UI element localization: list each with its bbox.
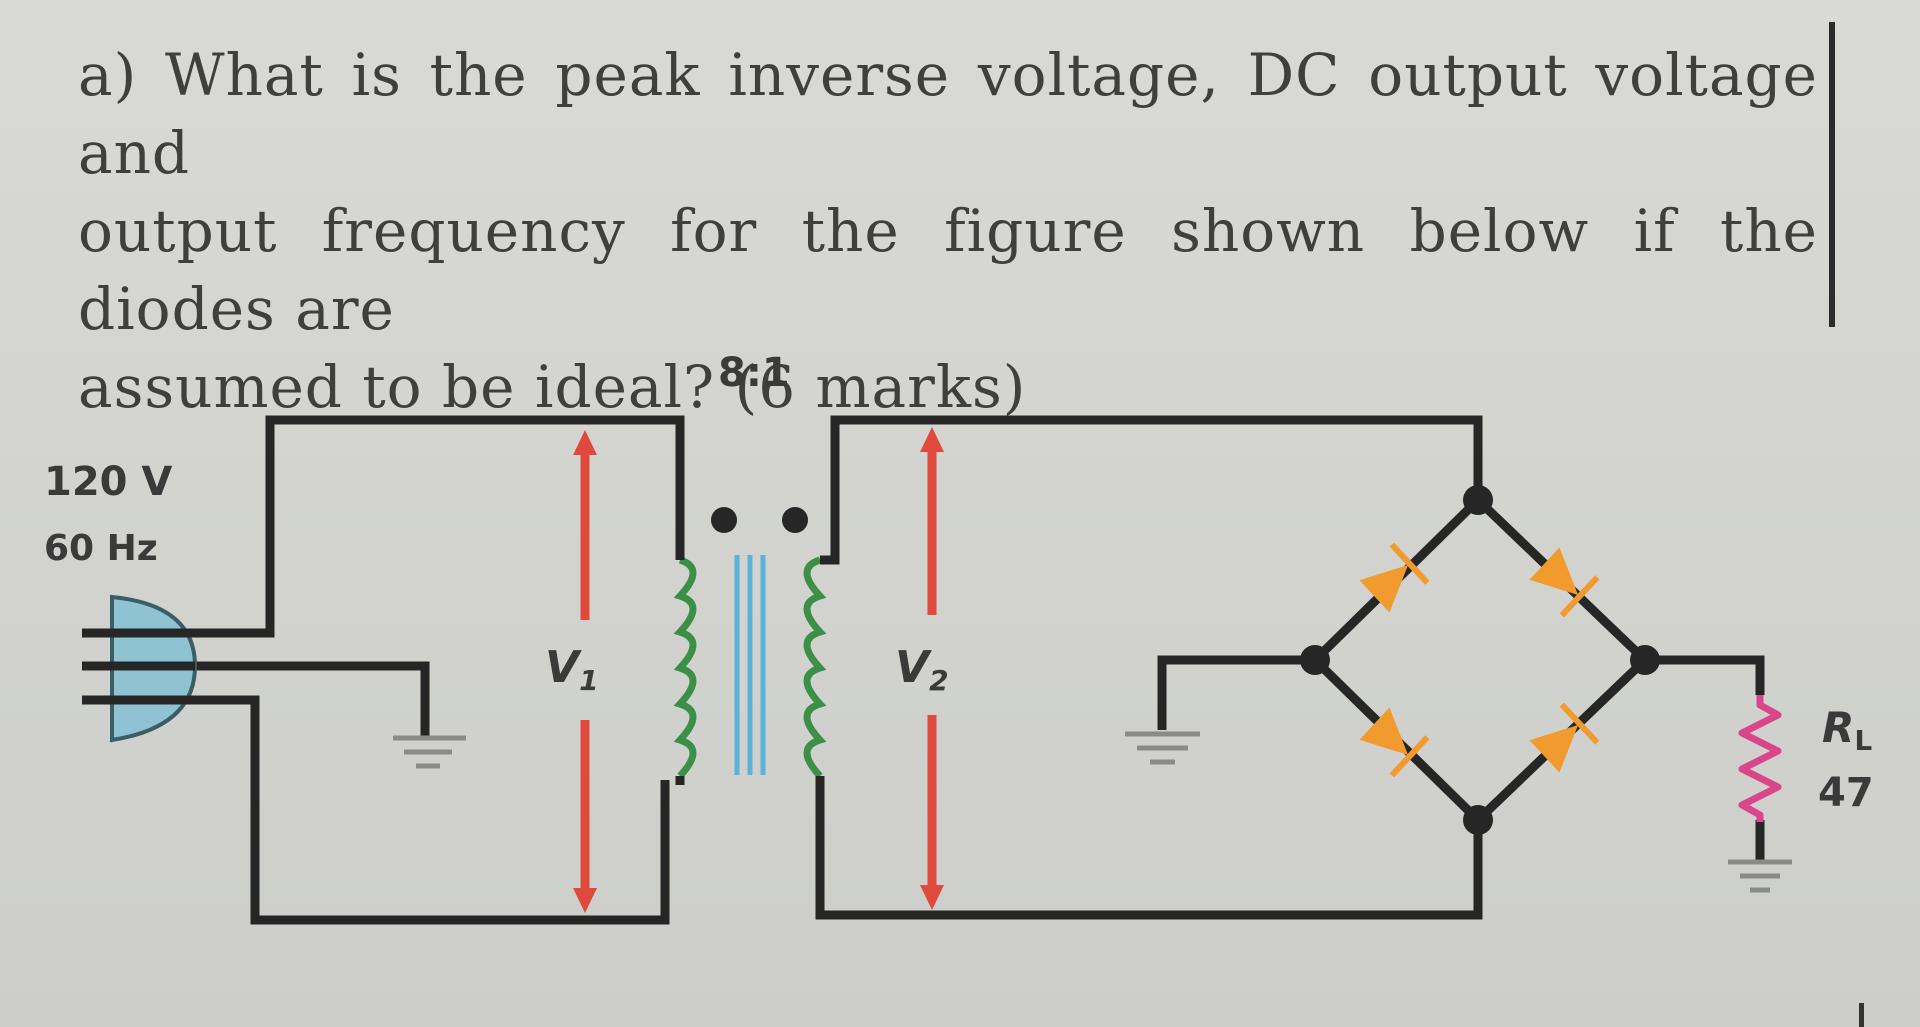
junction-node	[1463, 805, 1493, 835]
turns-ratio-label: 8:1	[718, 350, 790, 396]
load-value-label: 47	[1818, 770, 1874, 816]
junction-node	[1463, 485, 1493, 515]
diode-top-right	[1529, 547, 1600, 618]
secondary-wiring	[815, 415, 1765, 920]
transformer-core	[734, 555, 766, 775]
question-line-2: output frequency for the figure shown be…	[78, 197, 1818, 343]
question-line-3: assumed to be ideal? (6 marks)	[78, 353, 1027, 421]
source-voltage-label: 120 V	[44, 459, 172, 505]
transformer	[673, 505, 827, 785]
junction-node	[1630, 645, 1660, 675]
ground-icon	[1125, 731, 1200, 765]
ground-icon	[1728, 859, 1792, 893]
primary-dot-icon	[711, 507, 737, 533]
diode-bridge	[1300, 485, 1660, 835]
primary-wiring	[90, 415, 685, 925]
source-frequency-label: 60 Hz	[44, 528, 158, 569]
v2-voltage-arrow	[920, 427, 944, 910]
diode-bottom-right	[1529, 702, 1600, 773]
load-resistor-icon	[1738, 695, 1782, 822]
question-text: a) What is the peak inverse voltage, DC …	[78, 36, 1818, 426]
diode-top-left	[1359, 542, 1430, 613]
load-label: RL	[1822, 703, 1872, 757]
secondary-coil	[803, 556, 827, 779]
question-line-1: a) What is the peak inverse voltage, DC …	[78, 41, 1818, 187]
secondary-dot-icon	[782, 507, 808, 533]
v1-voltage-arrow	[573, 430, 597, 913]
primary-coil	[673, 556, 697, 779]
margin-line	[1829, 22, 1835, 327]
junction-node	[1300, 645, 1330, 675]
wall-plug-icon	[82, 594, 198, 743]
diode-bottom-left	[1359, 707, 1430, 778]
v1-label: V1	[545, 642, 599, 697]
margin-tick	[1859, 1003, 1864, 1027]
ground-icon	[393, 735, 466, 769]
v2-label: V2	[895, 642, 949, 697]
